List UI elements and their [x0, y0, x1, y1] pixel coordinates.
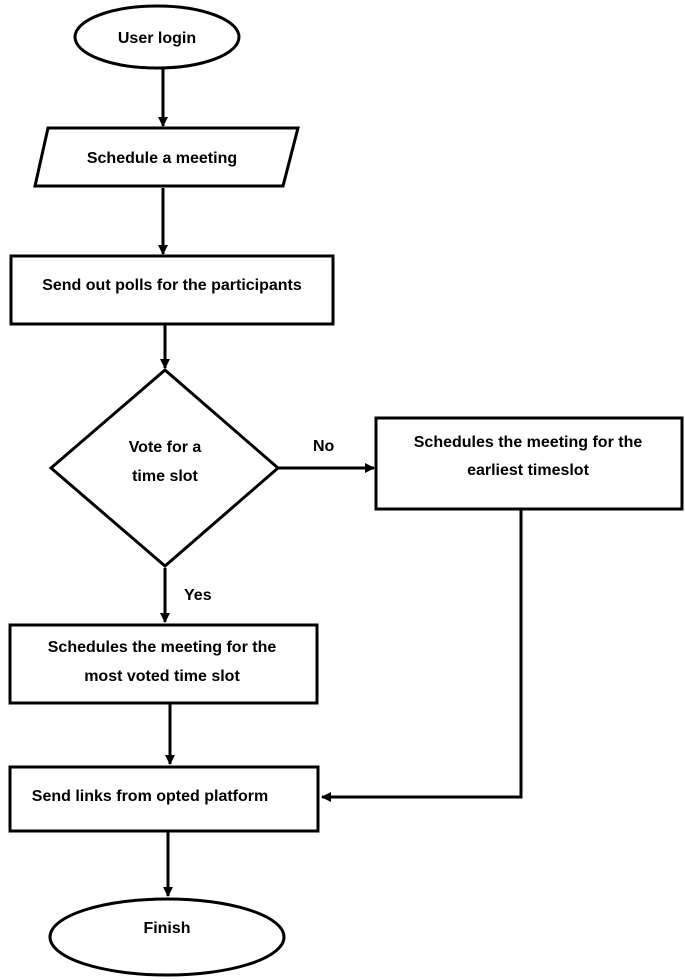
edge-label-no: No	[313, 438, 335, 455]
send-links-label: Send links from opted platform	[32, 788, 268, 805]
finish-terminator	[48, 897, 286, 977]
vote-decision	[48, 368, 281, 568]
earliest-label-line1: Schedules the meeting for the	[414, 434, 643, 451]
start-label: User login	[118, 30, 196, 47]
schedule-meeting-label: Schedule a meeting	[87, 150, 237, 167]
schedule-meeting-io	[33, 126, 300, 188]
edge-label-yes: Yes	[184, 587, 212, 604]
earliest-label-line2: earliest timeslot	[467, 462, 590, 479]
send-polls-process	[9, 254, 335, 326]
decision-label-line2: time slot	[132, 468, 198, 485]
send-links-process	[8, 765, 320, 833]
most-voted-label-line2: most voted time slot	[84, 668, 240, 685]
arrow-earliest-to-sendlinks	[321, 510, 523, 802]
start-terminator	[73, 4, 241, 70]
decision-label-line1: Vote for a	[129, 439, 202, 456]
send-polls-label: Send out polls for the participants	[42, 277, 302, 294]
most-voted-process	[8, 623, 319, 705]
most-voted-label-line1: Schedules the meeting for the	[48, 639, 277, 656]
finish-label: Finish	[143, 920, 190, 937]
earliest-timeslot-process	[374, 416, 684, 511]
